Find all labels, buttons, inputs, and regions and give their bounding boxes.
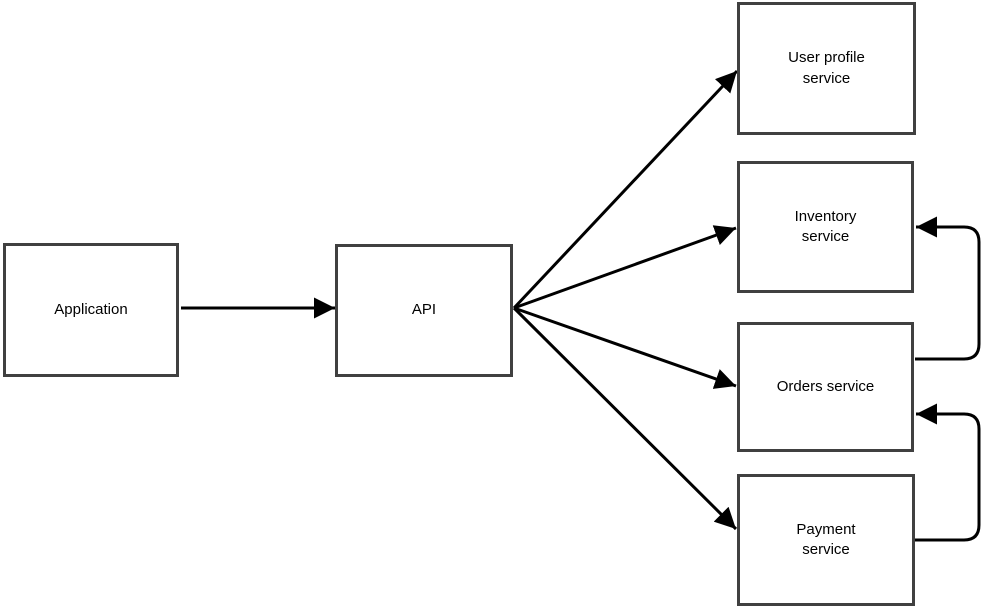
node-inventory-service: Inventory service [737,161,914,293]
node-inventory-service-label: Inventory service [794,207,857,245]
node-payment-service-label: Payment service [796,520,856,558]
node-orders-service-label: Orders service [776,377,875,395]
node-application-label: Application [54,300,128,318]
edge-api-inventory-service [513,225,737,310]
node-api: API [335,244,513,377]
node-api-label: API [411,301,437,319]
node-user-profile-service-label: User profile service [788,49,865,87]
node-application: Application [3,243,179,377]
edge-orders-service-inventory-service [915,216,981,361]
node-payment-service: Payment service [737,474,915,606]
node-orders-service: Orders service [737,322,914,452]
edge-api-payment-service [512,306,738,531]
node-user-profile-service: User profile service [737,2,916,135]
edge-api-orders-service [513,306,737,389]
edge-payment-service-orders-service [915,403,981,542]
edge-api-user-profile-service [512,69,739,310]
